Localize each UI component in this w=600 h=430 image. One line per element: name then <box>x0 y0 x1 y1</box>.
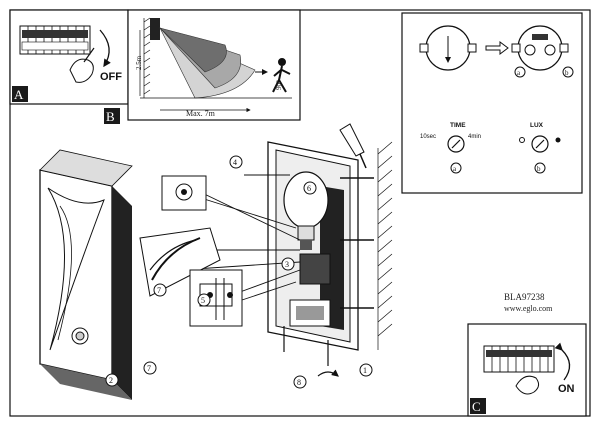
switch-off-label: OFF <box>100 71 122 83</box>
panel-c: ON C <box>467 323 587 417</box>
svg-text:b: b <box>537 165 541 173</box>
arrow-icon <box>99 29 111 68</box>
height-label: 2.5m <box>135 55 143 70</box>
panel-b: 2.5m Max. 7m 90° B <box>104 9 301 124</box>
step-7: 7 <box>147 364 151 373</box>
wall-housing <box>267 123 393 351</box>
screwdriver-icon <box>339 123 367 169</box>
panel-b-letter: B <box>106 109 115 124</box>
switch-on-label: ON <box>558 383 575 395</box>
wire-inset <box>161 175 207 211</box>
step-8: 8 <box>297 378 301 387</box>
step-3: 3 <box>285 260 289 269</box>
lux-label: LUX <box>530 122 544 129</box>
knob-b-tag: b <box>565 69 569 77</box>
range-label: Max. 7m <box>186 109 216 118</box>
time-label: TIME <box>450 122 466 129</box>
time-max-label: 4min <box>468 134 481 140</box>
angle-label: 90° <box>275 80 283 90</box>
step-5: 5 <box>201 296 205 305</box>
sensor-panel: a b TIME 10sec 4min a LUX b <box>401 12 583 194</box>
step-6: 6 <box>307 184 311 193</box>
step-4: 4 <box>233 158 237 167</box>
step-1: 1 <box>363 366 367 375</box>
step-7-cable: 7 <box>157 286 161 295</box>
knob-a-tag: a <box>517 69 521 77</box>
product-code: BLA97238 <box>504 292 545 302</box>
walking-person-icon <box>272 58 291 93</box>
panel-a: OFF A <box>9 9 129 105</box>
terminal-inset <box>189 269 243 327</box>
panel-a-letter: A <box>14 87 24 102</box>
website: www.eglo.com <box>504 304 553 313</box>
cable-inset <box>139 227 221 297</box>
panel-c-letter: C <box>472 399 481 414</box>
step-2: 2 <box>109 376 113 385</box>
light-bulb-icon <box>283 171 329 250</box>
svg-text:a: a <box>453 165 457 173</box>
time-min-label: 10sec <box>420 134 436 140</box>
lamp-cover <box>39 149 133 400</box>
step-markers: 4 6 3 7 5 2 7 1 8 <box>105 155 373 389</box>
